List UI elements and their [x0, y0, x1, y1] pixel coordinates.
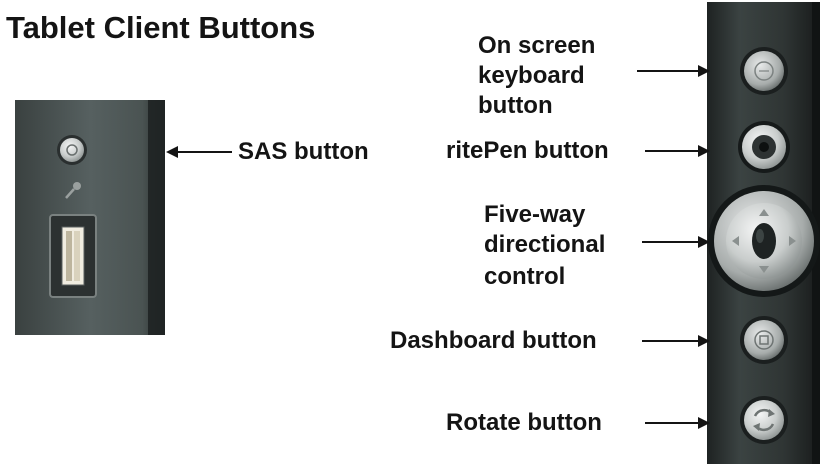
dashboard-label: Dashboard button	[390, 326, 597, 356]
left-device-panel	[15, 100, 165, 335]
callout-arrows	[168, 71, 708, 423]
fiveway-label-line2: directional	[484, 230, 605, 260]
osk-label-line2: keyboard	[478, 61, 585, 91]
five-way-directional-control[interactable]	[708, 185, 820, 297]
sas-button-label: SAS button	[238, 137, 369, 167]
fiveway-label-line1: Five-way	[484, 200, 585, 230]
sas-button[interactable]	[57, 135, 87, 165]
ritepen-label: ritePen button	[446, 136, 609, 166]
rotate-label: Rotate button	[446, 408, 602, 438]
dashboard-button[interactable]	[740, 316, 788, 364]
osk-label-line3: button	[478, 91, 553, 121]
usb-port-icon	[50, 215, 96, 297]
center-select-button[interactable]	[752, 223, 776, 259]
rotate-button[interactable]	[740, 396, 788, 444]
ritepen-button[interactable]	[738, 121, 790, 173]
right-device-panel	[707, 2, 820, 464]
on-screen-keyboard-button[interactable]	[740, 47, 788, 95]
osk-label-line1: On screen	[478, 31, 595, 61]
fiveway-label-line3: control	[484, 262, 565, 292]
